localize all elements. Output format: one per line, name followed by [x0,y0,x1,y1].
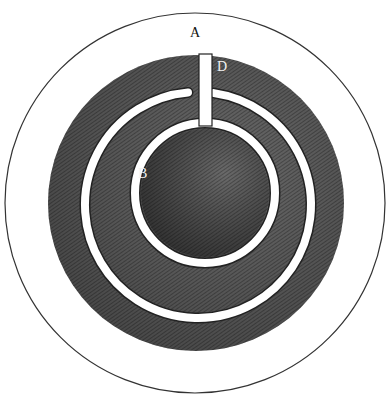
channel-outline [85,92,311,318]
inner-ring [135,123,275,263]
inner-core-shade [141,129,269,257]
dark-medium [48,55,344,351]
outer-channel [85,92,311,318]
vertical-tube [199,54,212,126]
part-label: B [138,167,147,181]
medium-shade [48,55,344,351]
part-label: D [217,60,227,74]
outer-sphere [5,13,385,393]
ring-outline [135,123,275,263]
part-label: A [190,26,200,40]
